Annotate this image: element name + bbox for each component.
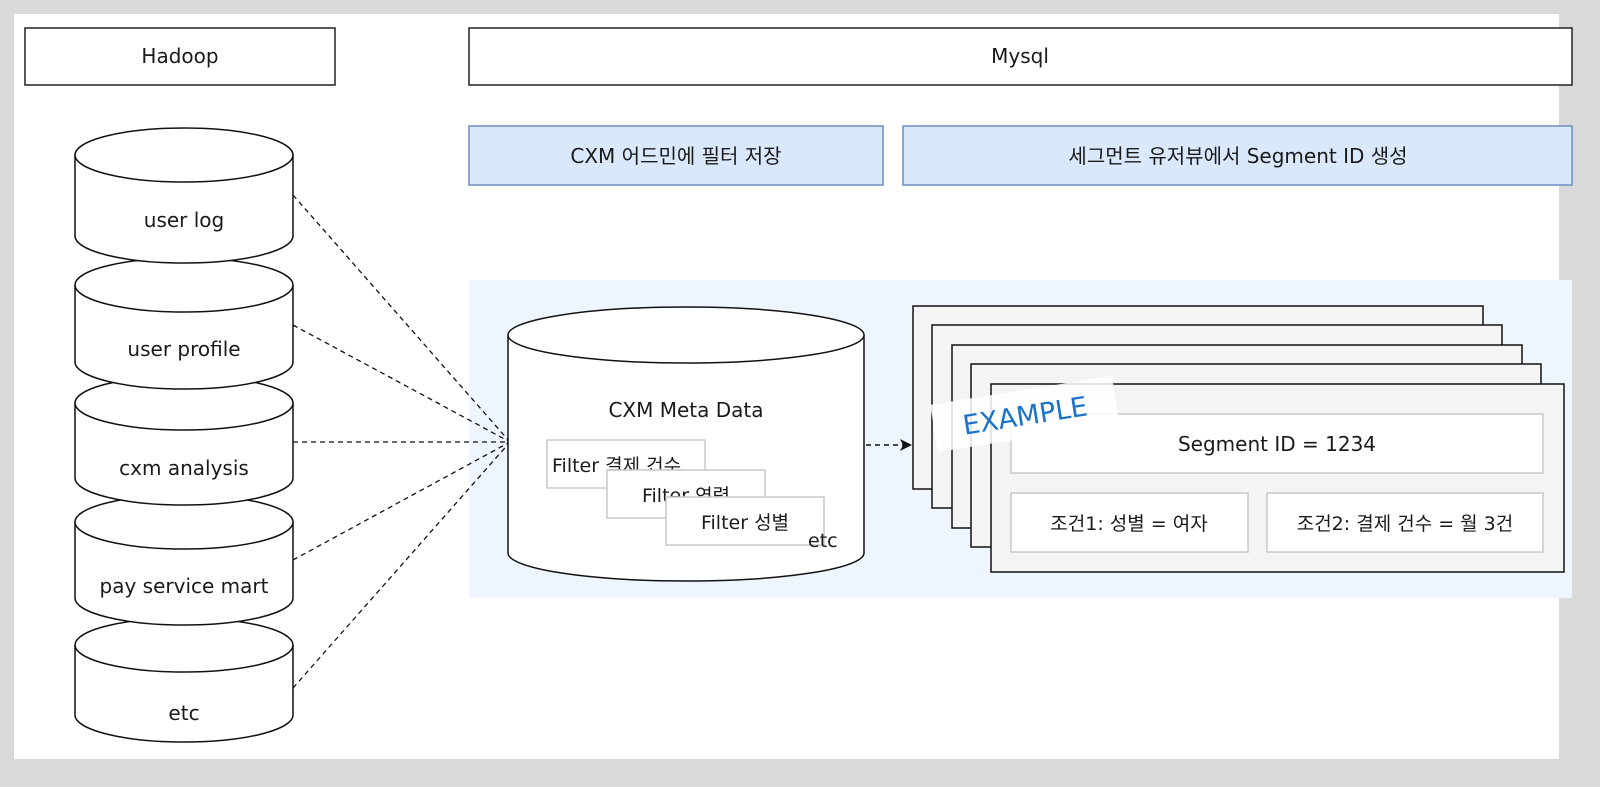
mysql-header-label: Mysql (991, 44, 1049, 68)
source-pay-service-mart: pay service mart (74, 494, 294, 626)
source-connectors (292, 194, 511, 689)
source-user-profile-label: user profile (127, 337, 240, 361)
cxm-meta-data-store: CXM Meta Data Filter 결제 건수 Filter 연령 Fil… (507, 306, 865, 582)
filter-box-gender: Filter 성별 (665, 496, 825, 546)
condition1-label: 조건1: 성별 = 여자 (1050, 513, 1207, 535)
connector-etc (292, 441, 511, 689)
create-segment-label: 세그먼트 유저뷰에서 Segment ID 생성 (1068, 144, 1407, 168)
connector-user-log (292, 194, 511, 443)
source-user-log: user log (74, 127, 294, 264)
save-filter-label: CXM 어드민에 필터 저장 (570, 144, 781, 168)
mysql-header: Mysql (468, 27, 1573, 86)
segment-id-label: Segment ID = 1234 (1178, 432, 1376, 456)
example-stamp: EXAMPLE (930, 375, 1120, 453)
condition2-label: 조건2: 결제 건수 = 월 3건 (1297, 513, 1514, 535)
meta-data-title: CXM Meta Data (608, 398, 763, 422)
segment-card-stack: Segment ID = 1234 조건1: 성별 = 여자 조건2: 결제 건… (912, 305, 1565, 573)
source-pay-service-mart-label: pay service mart (100, 574, 269, 598)
filter-box-payment-count: Filter 결제 건수 (546, 439, 706, 489)
source-user-log-label: user log (144, 208, 224, 232)
meta-etc-label: etc (808, 530, 838, 552)
condition2-box: 조건2: 결제 건수 = 월 3건 (1266, 492, 1544, 553)
source-user-profile: user profile (74, 257, 294, 390)
source-etc-label: etc (168, 701, 199, 725)
hadoop-header: Hadoop (24, 27, 336, 86)
source-etc: etc (74, 617, 294, 743)
source-cxm-analysis-label: cxm analysis (119, 456, 249, 480)
condition1-box: 조건1: 성별 = 여자 (1010, 492, 1249, 553)
save-filter-box: CXM 어드민에 필터 저장 (468, 125, 884, 186)
hadoop-header-label: Hadoop (141, 44, 218, 68)
create-segment-box: 세그먼트 유저뷰에서 Segment ID 생성 (902, 125, 1573, 186)
filter-gender-label: Filter 성별 (701, 512, 789, 534)
source-cxm-analysis: cxm analysis (74, 375, 294, 506)
